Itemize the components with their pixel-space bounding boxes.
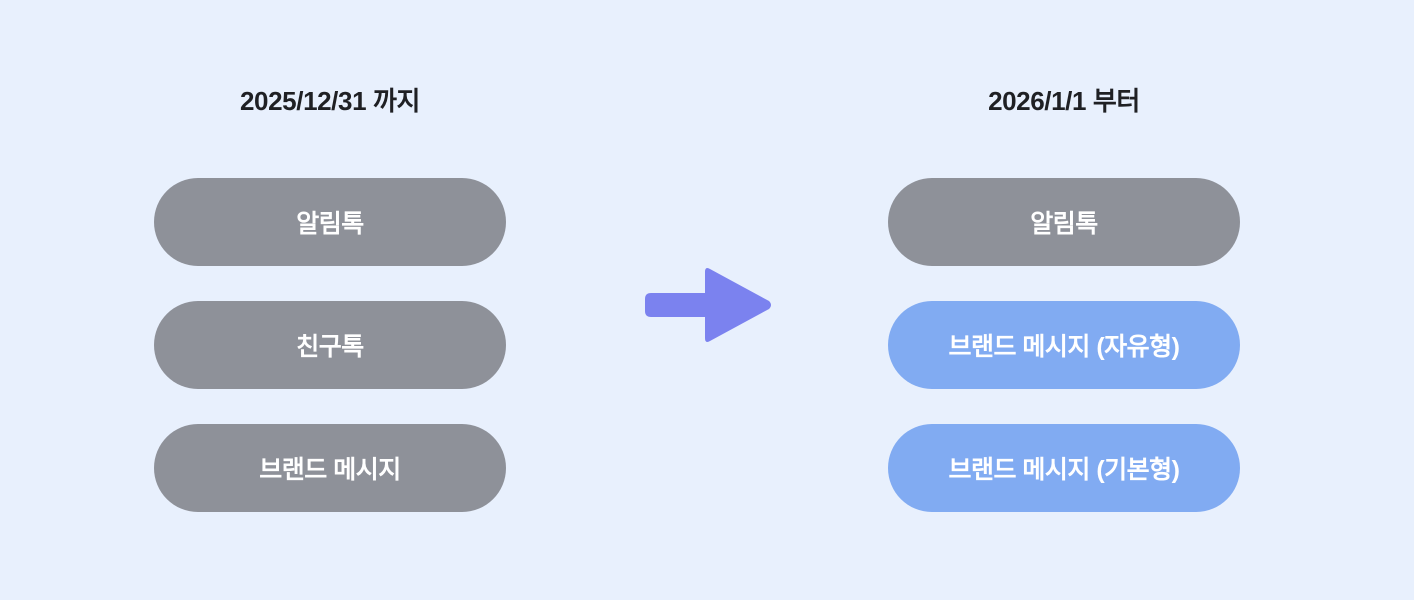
pill-label: 브랜드 메시지 [259,456,401,484]
pill-before-alimtalk[interactable]: 알림톡 [154,178,506,266]
pill-before-chingutalk[interactable]: 친구톡 [154,301,506,389]
pill-after-brand-message-free[interactable]: 브랜드 메시지 (자유형) [888,301,1240,389]
column-before-heading: 2025/12/31 까지 [240,86,420,116]
arrow-right-icon [643,265,773,345]
arrow-right-shape [645,268,771,342]
column-after-heading: 2026/1/1 부터 [988,86,1140,116]
pill-before-brand-message[interactable]: 브랜드 메시지 [154,424,506,512]
pill-label: 알림톡 [296,210,364,238]
pill-label: 친구톡 [296,333,364,361]
pill-after-alimtalk[interactable]: 알림톡 [888,178,1240,266]
pill-label: 브랜드 메시지 (자유형) [948,333,1180,361]
pill-after-brand-message-basic[interactable]: 브랜드 메시지 (기본형) [888,424,1240,512]
pill-label: 브랜드 메시지 (기본형) [948,456,1180,484]
pill-label: 알림톡 [1030,210,1098,238]
